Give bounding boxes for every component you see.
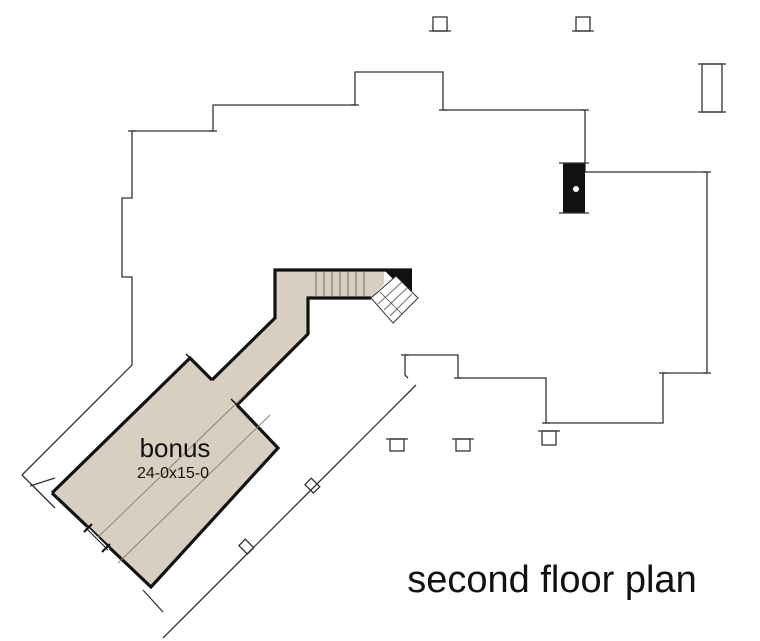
ridge-line xyxy=(117,414,271,564)
vent-icon xyxy=(386,438,408,452)
vent-icon xyxy=(238,538,255,555)
vent-icon xyxy=(304,477,321,494)
stair-icon xyxy=(315,270,419,324)
roof-outline xyxy=(21,71,708,639)
vent-icon xyxy=(429,16,451,32)
bonus-room-fill xyxy=(52,270,384,587)
room-name: bonus xyxy=(140,433,211,463)
vent-icon xyxy=(572,16,594,32)
vent-icon xyxy=(698,63,726,113)
plan-title: second floor plan xyxy=(407,559,696,601)
stair-hall-walls xyxy=(210,268,412,407)
vent-icon xyxy=(538,430,560,446)
outline-ticks xyxy=(128,104,711,424)
vent-icon xyxy=(452,438,474,452)
chimney-icon xyxy=(559,162,589,214)
room-dimensions: 24-0x15-0 xyxy=(137,465,209,482)
ridge-line xyxy=(94,393,247,541)
bonus-room xyxy=(50,268,412,590)
window-icon xyxy=(83,523,111,553)
